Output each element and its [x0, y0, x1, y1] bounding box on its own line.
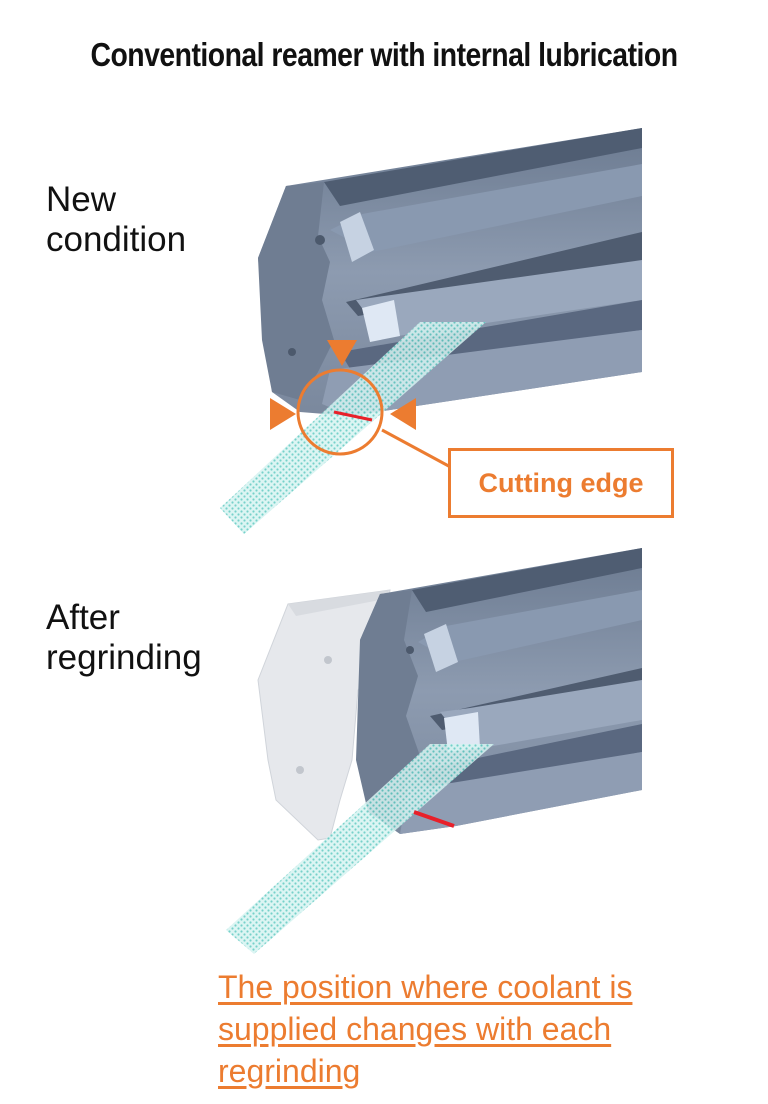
label-after-regrinding: After regrinding: [46, 598, 202, 677]
cutting-edge-new: [333, 410, 373, 422]
coolant-stream-after: [226, 744, 494, 954]
coolant-stream-new: [220, 322, 486, 534]
reamer-after: [257, 548, 642, 841]
label-new-condition: New condition: [46, 180, 187, 259]
coolant-position-note: The position where coolant is supplied c…: [218, 969, 633, 1089]
cutting-edge-after: [413, 810, 455, 828]
reamer-new: [258, 128, 642, 416]
cutting-edge-callout: [270, 340, 457, 472]
diagram-title: Conventional reamer with internal lubric…: [90, 36, 678, 73]
cutting-edge-label: Cutting edge: [448, 448, 674, 518]
